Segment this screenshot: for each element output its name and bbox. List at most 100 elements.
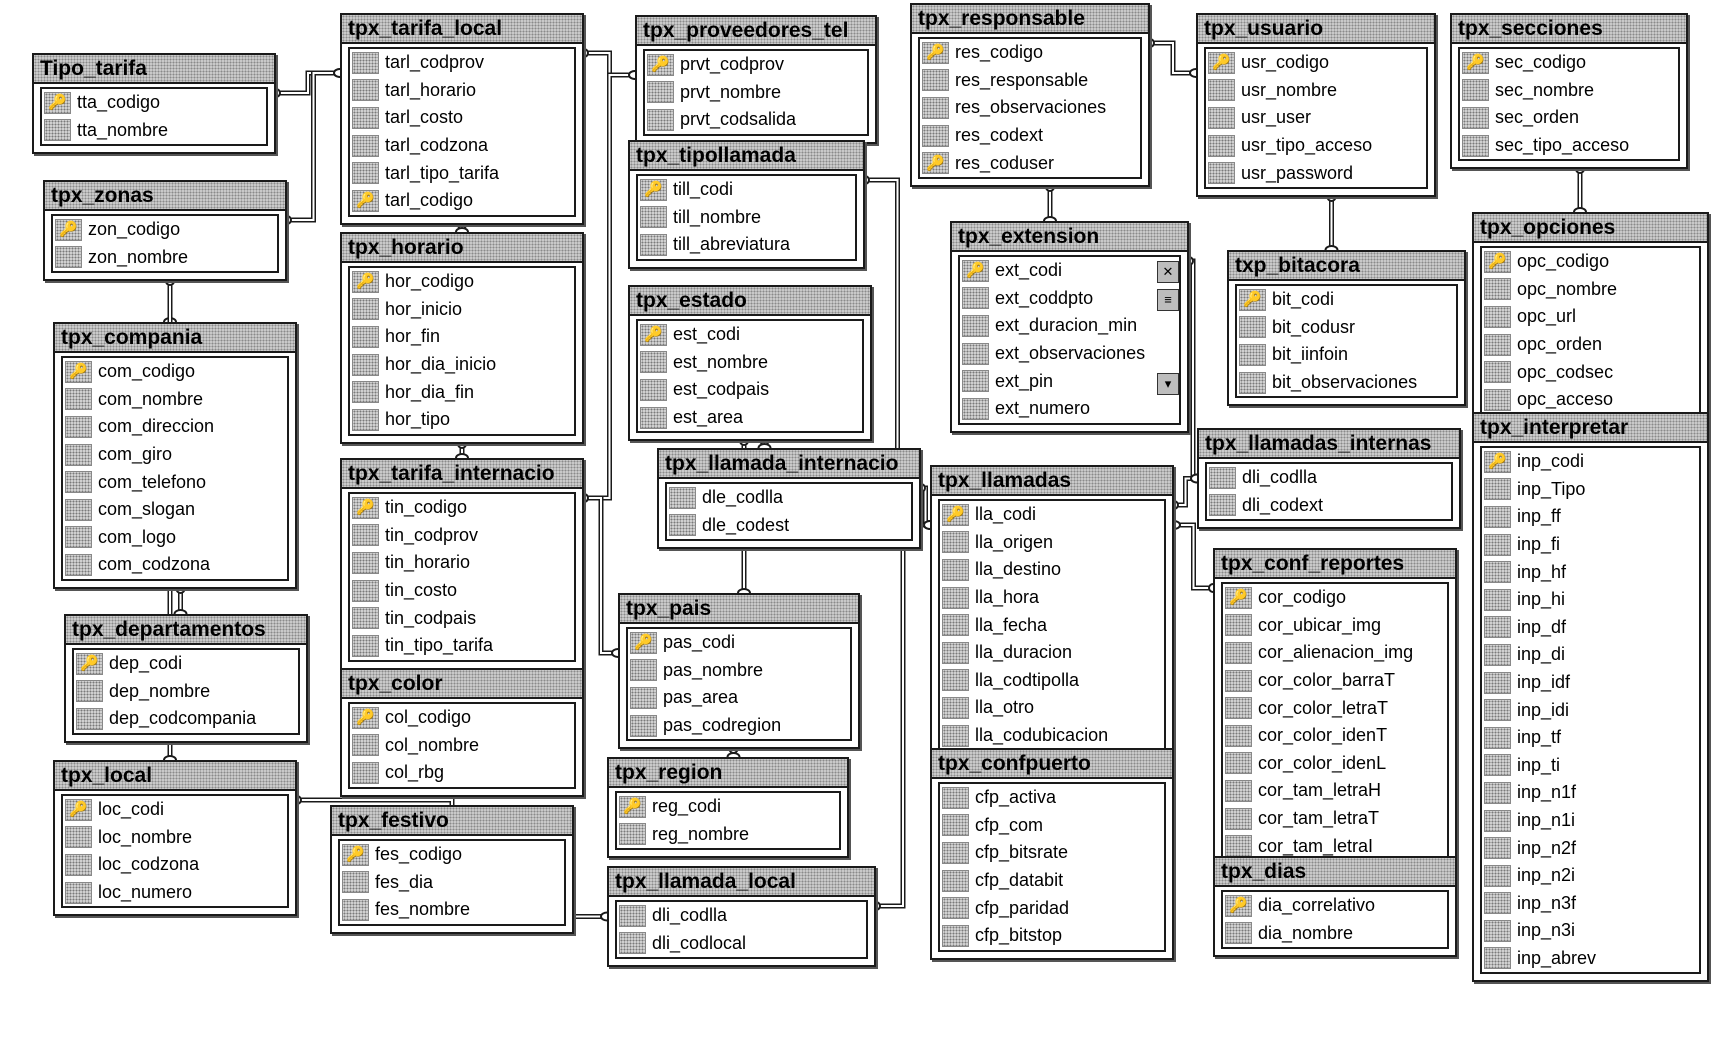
field-row[interactable]: inp_df	[1482, 614, 1699, 642]
field-row[interactable]: sec_orden	[1460, 104, 1678, 132]
field-row[interactable]: 🔑col_codigo	[350, 704, 574, 732]
field-row[interactable]: hor_tipo	[350, 406, 574, 434]
field-row[interactable]: 🔑dep_codi	[74, 650, 298, 678]
field-row[interactable]: dia_nombre	[1223, 920, 1447, 948]
field-row[interactable]: dli_codlla	[617, 902, 866, 930]
field-row[interactable]: tarl_codprov	[350, 49, 574, 77]
field-row[interactable]: cfp_bitstop	[940, 922, 1164, 950]
field-row[interactable]: res_observaciones	[920, 94, 1140, 122]
field-row[interactable]: col_nombre	[350, 732, 574, 760]
field-row[interactable]: opc_codsec	[1482, 358, 1699, 386]
field-row[interactable]: lla_otro	[940, 694, 1164, 722]
scrollbar-button[interactable]: ≡	[1157, 289, 1179, 311]
field-row[interactable]: prvt_nombre	[645, 79, 867, 107]
field-row[interactable]: 🔑ext_codi	[960, 257, 1179, 285]
field-row[interactable]: ext_coddpto	[960, 285, 1179, 313]
field-row[interactable]: inp_tf	[1482, 724, 1699, 752]
field-row[interactable]: dli_codext	[1207, 492, 1451, 520]
field-row[interactable]: inp_n2f	[1482, 834, 1699, 862]
field-row[interactable]: zon_nombre	[53, 244, 277, 272]
field-row[interactable]: ext_duracion_min	[960, 312, 1179, 340]
field-row[interactable]: tin_codprov	[350, 522, 574, 550]
field-row[interactable]: com_logo	[63, 524, 287, 552]
field-row[interactable]: inp_Tipo	[1482, 476, 1699, 504]
field-row[interactable]: com_slogan	[63, 496, 287, 524]
field-row[interactable]: 🔑tin_codigo	[350, 494, 574, 522]
field-row[interactable]: tarl_codzona	[350, 132, 574, 160]
field-row[interactable]: 🔑com_codigo	[63, 358, 287, 386]
field-row[interactable]: cor_tam_letraT	[1223, 805, 1447, 833]
field-row[interactable]: cfp_paridad	[940, 894, 1164, 922]
field-row[interactable]: bit_observaciones	[1237, 369, 1456, 397]
field-row[interactable]: com_codzona	[63, 551, 287, 579]
field-row[interactable]: dli_codlla	[1207, 464, 1451, 492]
field-row[interactable]: 🔑bit_codi	[1237, 286, 1456, 314]
field-row[interactable]: loc_numero	[63, 879, 287, 907]
field-row[interactable]: 🔑prvt_codprov	[645, 51, 867, 79]
field-row[interactable]: lla_hora	[940, 584, 1164, 612]
field-row[interactable]: dli_codlocal	[617, 930, 866, 958]
field-row[interactable]: tarl_horario	[350, 77, 574, 105]
field-row[interactable]: 🔑till_codi	[638, 176, 855, 204]
field-row[interactable]: inp_n3f	[1482, 890, 1699, 918]
field-row[interactable]: com_giro	[63, 441, 287, 469]
field-row[interactable]: cor_color_barraT	[1223, 667, 1447, 695]
field-row[interactable]: dep_nombre	[74, 678, 298, 706]
field-row[interactable]: bit_codusr	[1237, 314, 1456, 342]
field-row[interactable]: usr_user	[1206, 104, 1426, 132]
field-row[interactable]: lla_destino	[940, 556, 1164, 584]
field-row[interactable]: prvt_codsalida	[645, 106, 867, 134]
scrollbar-button[interactable]	[1157, 345, 1179, 367]
scrollbar-button[interactable]: ▾	[1157, 373, 1179, 395]
field-row[interactable]: pas_codregion	[628, 712, 850, 740]
field-row[interactable]: est_nombre	[638, 349, 862, 377]
field-row[interactable]: ext_observaciones	[960, 340, 1179, 368]
field-row[interactable]: tin_codpais	[350, 604, 574, 632]
field-row[interactable]: 🔑tarl_codigo	[350, 187, 574, 215]
field-row[interactable]: cfp_bitsrate	[940, 839, 1164, 867]
field-row[interactable]: lla_codtipolla	[940, 667, 1164, 695]
field-row[interactable]: cor_color_letraT	[1223, 694, 1447, 722]
field-row[interactable]: 🔑pas_codi	[628, 629, 850, 657]
field-row[interactable]: 🔑inp_codi	[1482, 448, 1699, 476]
field-row[interactable]: col_rbg	[350, 759, 574, 787]
field-row[interactable]: com_telefono	[63, 468, 287, 496]
field-row[interactable]: tin_horario	[350, 549, 574, 577]
field-row[interactable]: 🔑opc_codigo	[1482, 248, 1699, 276]
field-row[interactable]: dle_codlla	[667, 484, 911, 512]
scrollbar-button[interactable]: ✕	[1157, 261, 1179, 283]
field-row[interactable]: cor_color_idenL	[1223, 750, 1447, 778]
field-row[interactable]: bit_iinfoin	[1237, 341, 1456, 369]
field-row[interactable]: 🔑dia_correlativo	[1223, 892, 1447, 920]
field-row[interactable]: reg_nombre	[617, 821, 839, 849]
field-row[interactable]: loc_codzona	[63, 851, 287, 879]
field-row[interactable]: inp_n1i	[1482, 807, 1699, 835]
field-row[interactable]: 🔑usr_codigo	[1206, 49, 1426, 77]
field-row[interactable]: inp_abrev	[1482, 945, 1699, 973]
field-row[interactable]: hor_dia_inicio	[350, 351, 574, 379]
field-row[interactable]: usr_password	[1206, 159, 1426, 187]
field-row[interactable]: 🔑loc_codi	[63, 796, 287, 824]
field-row[interactable]: est_area	[638, 404, 862, 432]
field-row[interactable]: opc_acceso	[1482, 386, 1699, 414]
field-row[interactable]: hor_fin	[350, 323, 574, 351]
field-row[interactable]: cor_alienacion_img	[1223, 639, 1447, 667]
